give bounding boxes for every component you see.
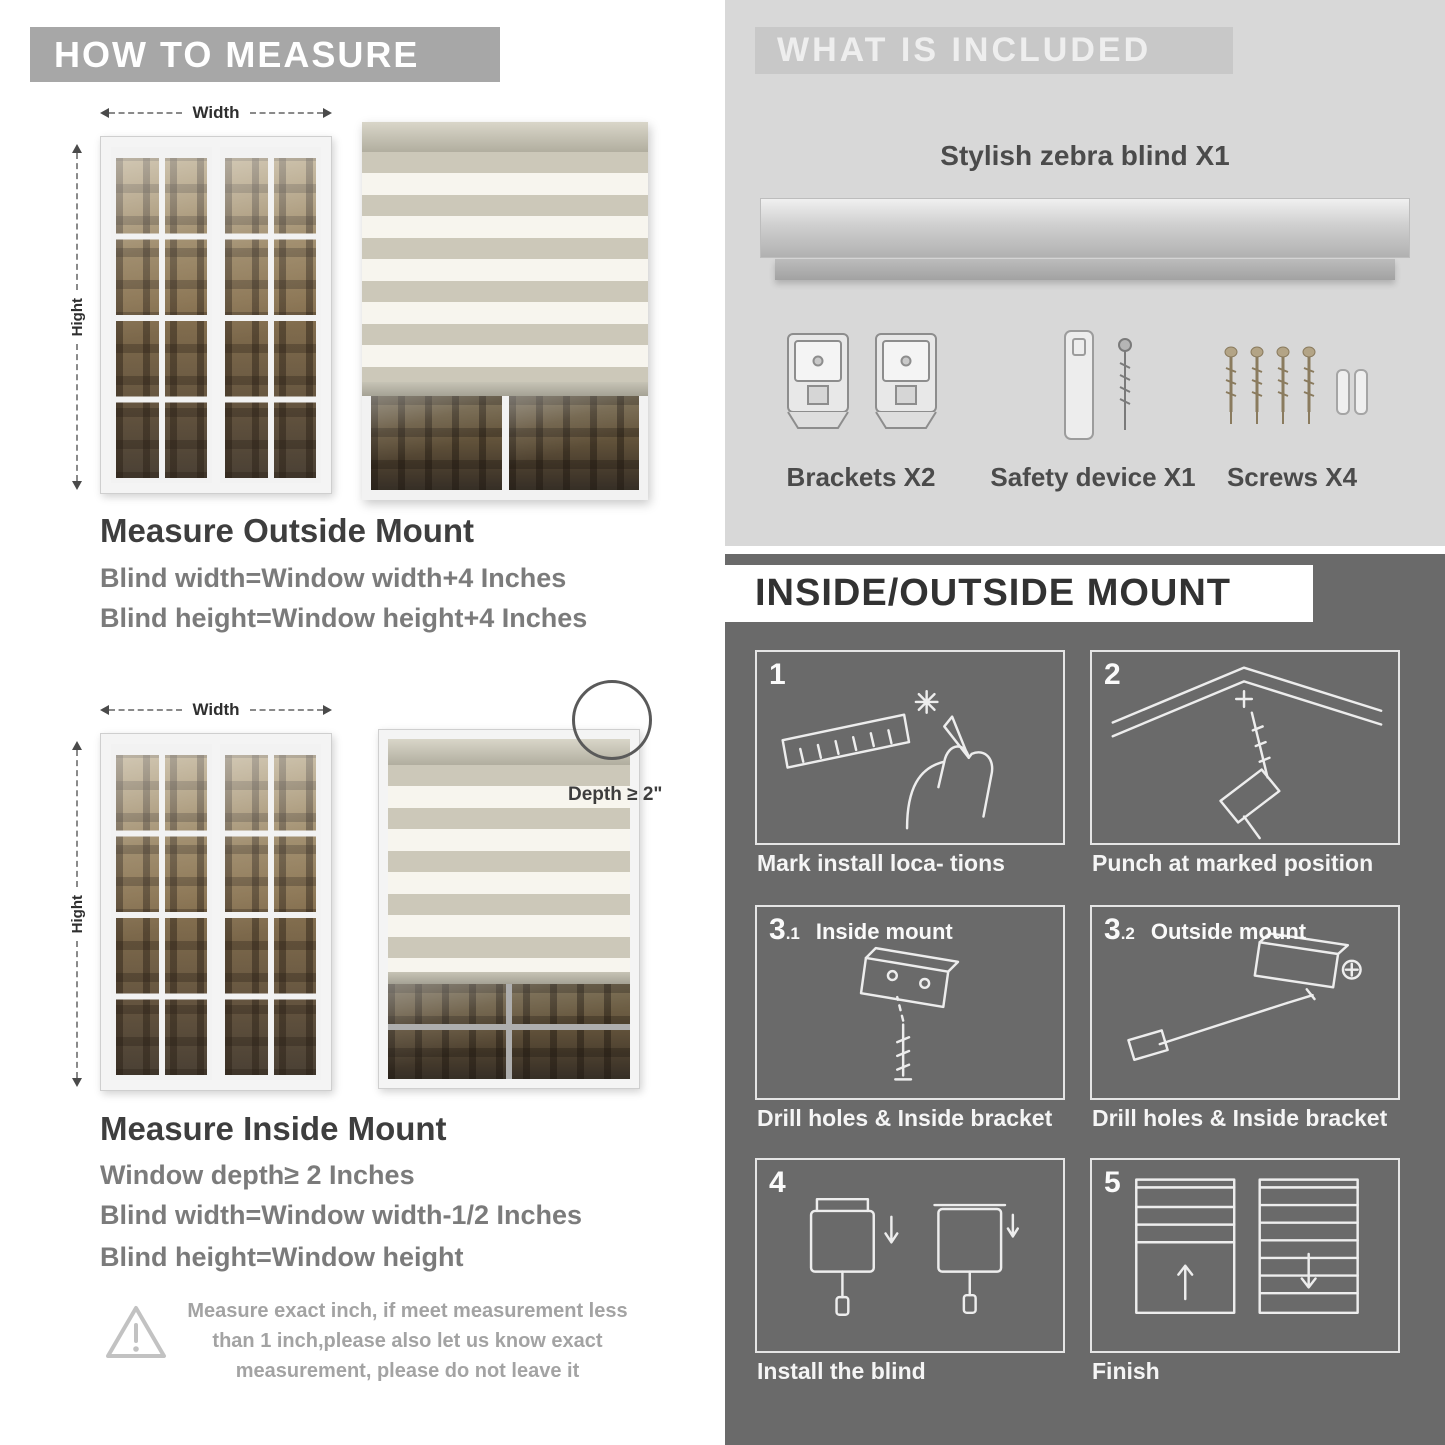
step-3-1-illustration	[859, 946, 960, 1081]
step-1-illustration	[781, 689, 994, 830]
blind-cassette	[362, 122, 648, 152]
arrow-right-icon	[323, 108, 332, 118]
how-to-measure-title: HOW TO MEASURE	[54, 33, 420, 75]
step-1-caption: Mark install loca- tions	[757, 850, 1005, 876]
depth-magnifier-circle	[572, 680, 652, 760]
zebra-blind-outside-illustration	[362, 122, 648, 500]
height-arrow-inside: Hight	[68, 741, 86, 1088]
width-arrow-inside: Width	[100, 700, 332, 719]
product-name: Stylish zebra blind X1	[940, 140, 1230, 171]
step-number-text: 5	[1104, 1166, 1121, 1199]
window-glass	[388, 984, 630, 1079]
arrow-left-icon	[100, 705, 109, 715]
inside-mount-width-rule: Blind width=Window width-1/2 Inches	[100, 1200, 583, 1230]
outside-mount-label: Outside mount	[1150, 919, 1307, 944]
step-number-text: 1	[769, 658, 786, 691]
blind-stripes	[362, 152, 648, 382]
warning-icon	[106, 1306, 166, 1358]
step-panel-3-1: 3.1 Inside mount	[755, 905, 1065, 1100]
mount-title: INSIDE/OUTSIDE MOUNT	[755, 572, 1232, 614]
arrow-left-icon	[100, 108, 109, 118]
step-4-caption: Install the blind	[757, 1358, 926, 1384]
step-panel-1: 1	[755, 650, 1065, 845]
height-label: Hight	[68, 894, 86, 934]
step-panel-3-2: 3.2 Outside mount	[1090, 905, 1400, 1100]
step-panel-2: 2	[1090, 650, 1400, 845]
safety-device-icon	[1064, 330, 1132, 440]
window-sash	[111, 147, 212, 483]
step-panel-5: 5	[1090, 1158, 1400, 1353]
window-photo-outside	[100, 136, 332, 494]
step-sub-text: .2	[1120, 924, 1135, 943]
height-label: Hight	[68, 297, 86, 337]
step-3-2-caption: Drill holes & Inside bracket	[1092, 1105, 1388, 1131]
blind-bottom-rail	[362, 382, 648, 396]
step-5-caption: Finish	[1092, 1358, 1160, 1384]
window-sash	[220, 147, 321, 483]
width-label: Width	[192, 700, 240, 719]
outside-mount-title: Measure Outside Mount	[100, 512, 475, 549]
width-arrow-outside: Width	[100, 103, 332, 122]
step-number: 4	[757, 1160, 1063, 1200]
window-photo-inside	[100, 733, 332, 1091]
zebra-blind-inside-illustration	[378, 729, 640, 1089]
window-sash	[111, 744, 212, 1080]
window-glass	[508, 396, 639, 490]
step-5-illustration	[1135, 1178, 1359, 1315]
how-to-measure-header: HOW TO MEASURE	[30, 27, 500, 82]
blind-stripes	[388, 765, 630, 972]
measurement-note: Measure exact inch, if meet measurement …	[187, 1300, 628, 1382]
outside-mount-height-rule: Blind height=Window height+4 Inches	[100, 603, 588, 633]
height-arrow-outside: Hight	[68, 144, 86, 491]
screws-icon	[1224, 346, 1368, 424]
step-3-1-caption: Drill holes & Inside bracket	[757, 1105, 1053, 1131]
what-is-included-header: WHAT IS INCLUDED	[755, 27, 1233, 74]
arrow-up-icon	[72, 144, 82, 153]
step-number-text: 2	[1104, 658, 1121, 691]
step-number-text: 4	[769, 1166, 786, 1199]
step-panel-4: 4	[755, 1158, 1065, 1353]
step-4-illustration	[809, 1197, 1019, 1316]
screws-label: Screws X4	[1226, 462, 1358, 492]
window-sash	[220, 744, 321, 1080]
step-number: 3.2 Outside mount	[1092, 907, 1398, 947]
step-3-2-illustration	[1127, 932, 1362, 1062]
width-label: Width	[192, 103, 240, 122]
brackets-label: Brackets X2	[786, 462, 936, 492]
outside-mount-width-rule: Blind width=Window width+4 Inches	[100, 563, 567, 593]
what-is-included-title: WHAT IS INCLUDED	[777, 31, 1152, 69]
step-number-text: 3	[1104, 913, 1121, 946]
window-under-blind	[362, 396, 648, 500]
inside-mount-depth-rule: Window depth≥ 2 Inches	[100, 1160, 415, 1190]
step-2-illustration	[1111, 666, 1383, 840]
brackets-icon	[787, 333, 937, 429]
step-number: 5	[1092, 1160, 1398, 1200]
mount-instructions-section: INSIDE/OUTSIDE MOUNT 1 Mark install loca…	[725, 554, 1445, 1445]
step-number: 3.1 Inside mount	[757, 907, 1063, 947]
inside-mount-label: Inside mount	[815, 919, 953, 944]
arrow-up-icon	[72, 741, 82, 750]
arrow-down-icon	[72, 481, 82, 491]
inside-mount-height-rule: Blind height=Window height	[100, 1242, 464, 1272]
step-sub-text: .1	[785, 924, 800, 943]
step-number: 1	[757, 652, 1063, 692]
headrail-valance	[775, 259, 1395, 280]
depth-label: Depth ≥ 2"	[568, 784, 663, 805]
headrail-illustration	[760, 198, 1410, 258]
arrow-down-icon	[72, 1078, 82, 1088]
arrow-right-icon	[323, 705, 332, 715]
blind-bottom-rail	[388, 972, 630, 984]
step-2-caption: Punch at marked position	[1092, 850, 1374, 876]
inside-mount-title: Measure Inside Mount	[100, 1110, 447, 1147]
safety-device-label: Safety device X1	[990, 462, 1196, 492]
mount-header: INSIDE/OUTSIDE MOUNT	[725, 565, 1313, 622]
step-number-text: 3	[769, 913, 786, 946]
what-is-included-section: WHAT IS INCLUDED Stylish zebra blind X1	[725, 0, 1445, 546]
step-number: 2	[1092, 652, 1398, 692]
window-glass	[371, 396, 502, 490]
